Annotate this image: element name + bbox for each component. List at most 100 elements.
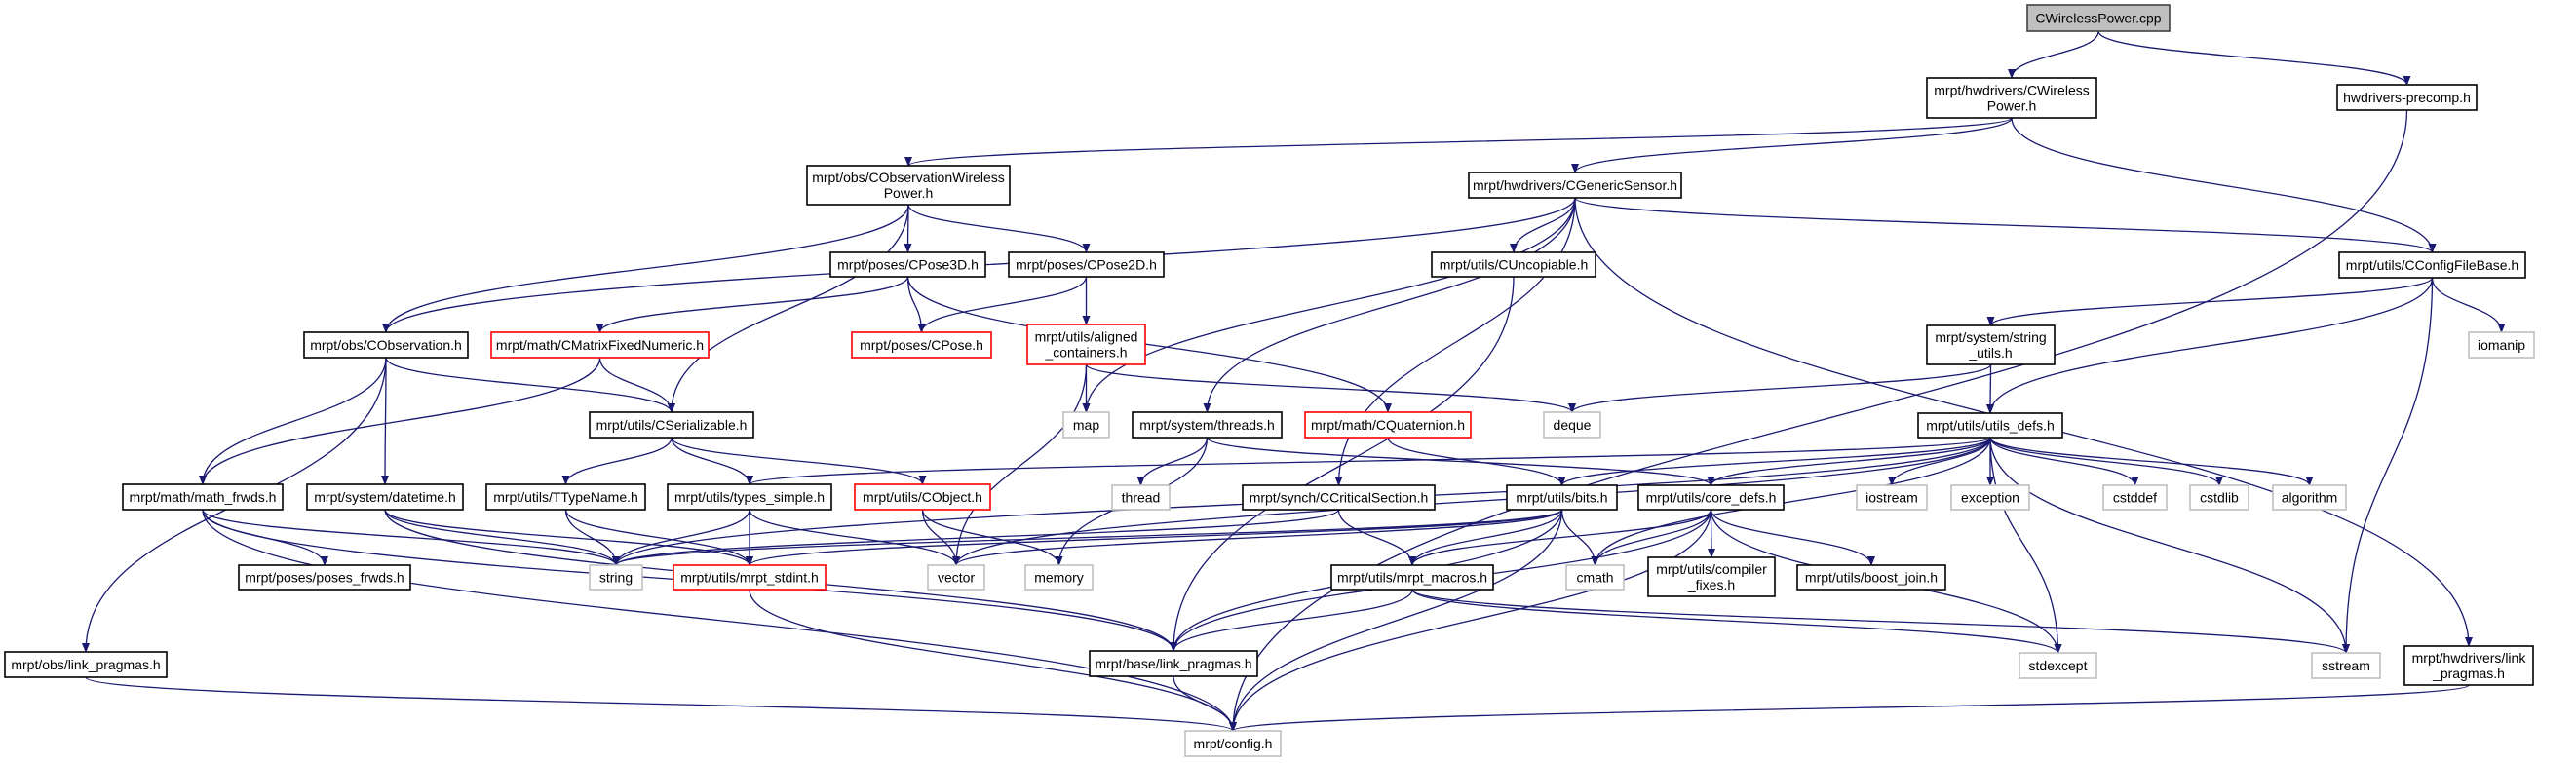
node-ttypename[interactable]: mrpt/utils/TTypeName.h <box>485 483 646 511</box>
node-iomanip[interactable]: iomanip <box>2468 331 2535 359</box>
node-deque[interactable]: deque <box>1543 411 1601 439</box>
node-box <box>2272 484 2347 511</box>
edge-bits-to-vector <box>952 509 1563 566</box>
node-precomp[interactable]: hwdrivers-precomp.h <box>2336 84 2478 111</box>
node-label: vector <box>938 570 975 586</box>
edge-cgs-to-threads <box>1203 197 1576 413</box>
node-cstddef[interactable]: cstddef <box>2102 484 2168 511</box>
node-iostream[interactable]: iostream <box>1856 484 1928 511</box>
node-cmfn[interactable]: mrpt/math/CMatrixFixedNumeric.h <box>490 331 710 359</box>
node-label: mrpt/obs/link_pragmas.h <box>11 657 160 672</box>
node-box <box>2468 331 2535 359</box>
node-exception[interactable]: exception <box>1950 484 2030 511</box>
node-compfix[interactable]: mrpt/utils/compiler_fixes.h <box>1647 556 1776 597</box>
node-cwp[interactable]: mrpt/hwdrivers/CWirelessPower.h <box>1926 77 2097 119</box>
node-label: mrpt/system/datetime.h <box>314 489 456 505</box>
node-vector[interactable]: vector <box>927 564 985 591</box>
edge-ttypename-to-stdint <box>564 509 753 566</box>
node-typessimple[interactable]: mrpt/utils/types_simple.h <box>667 483 832 511</box>
node-cobject[interactable]: mrpt/utils/CObject.h <box>854 483 991 511</box>
node-cgs[interactable]: mrpt/hwdrivers/CGenericSensor.h <box>1468 172 1682 199</box>
edge-typessimple-to-string <box>612 509 750 566</box>
node-thread[interactable]: thread <box>1111 484 1171 511</box>
edge-cser-to-ttypename <box>561 437 673 485</box>
edge-coredefs-to-macros <box>1408 509 1712 566</box>
node-datetime[interactable]: mrpt/system/datetime.h <box>306 483 464 511</box>
node-label: _pragmas.h <box>2432 666 2505 681</box>
node-label: mrpt/utils/utils_defs.h <box>1926 418 2055 434</box>
edge-ccfg-to-iomanip <box>2431 277 2506 333</box>
node-cmath[interactable]: cmath <box>1565 564 1625 591</box>
node-label: mrpt/obs/CObservationWireless <box>812 170 1005 185</box>
edge-utilsdefs-to-typessimple <box>746 437 1991 485</box>
edge-typessimple-to-vector <box>749 509 960 566</box>
node-label: mrpt/utils/mrpt_macros.h <box>1337 570 1487 586</box>
node-label: _containers.h <box>1044 345 1127 361</box>
node-config[interactable]: mrpt/config.h <box>1184 730 1282 757</box>
node-ccfg[interactable]: mrpt/utils/CConfigFileBase.h <box>2338 251 2526 279</box>
edge-coredefs-to-boostjoin <box>1710 509 1875 566</box>
node-label: map <box>1073 417 1099 433</box>
edge-ccfg-to-strutils <box>1986 277 2434 326</box>
node-cobs[interactable]: mrpt/obs/CObservation.h <box>303 331 469 359</box>
node-label: mrpt/utils/CObject.h <box>863 489 982 505</box>
edge-threads-to-thread <box>1136 437 1209 486</box>
node-mathfrwds[interactable]: mrpt/math/math_frwds.h <box>122 483 284 511</box>
node-hwlp[interactable]: mrpt/hwdrivers/link_pragmas.h <box>2403 645 2534 686</box>
node-memory[interactable]: memory <box>1024 564 1094 591</box>
node-cpp[interactable]: CWirelessPower.cpp <box>2026 4 2171 32</box>
edges-layer <box>82 30 2506 732</box>
node-cquat[interactable]: mrpt/math/CQuaternion.h <box>1304 411 1472 439</box>
node-box <box>122 483 284 511</box>
node-stdint[interactable]: mrpt/utils/mrpt_stdint.h <box>673 564 827 591</box>
node-box <box>1304 411 1472 439</box>
node-label: mrpt/utils/TTypeName.h <box>493 489 638 505</box>
node-aligned[interactable]: mrpt/utils/aligned_containers.h <box>1026 324 1146 365</box>
node-label: mrpt/math/CMatrixFixedNumeric.h <box>496 337 704 353</box>
node-box <box>490 331 710 359</box>
node-box <box>2338 251 2526 279</box>
node-string[interactable]: string <box>589 564 643 591</box>
node-threads[interactable]: mrpt/system/threads.h <box>1132 411 1283 439</box>
node-label: mrpt/system/threads.h <box>1139 417 1275 433</box>
node-cser[interactable]: mrpt/utils/CSerializable.h <box>589 411 754 439</box>
node-macros[interactable]: mrpt/utils/mrpt_macros.h <box>1330 564 1494 591</box>
node-posesfrwds[interactable]: mrpt/poses/poses_frwds.h <box>238 564 411 591</box>
node-cstdlib[interactable]: cstdlib <box>2189 484 2249 511</box>
edge-bits-to-config <box>1229 509 1563 732</box>
node-cpose3d[interactable]: mrpt/poses/CPose3D.h <box>829 251 986 278</box>
node-box <box>1565 564 1625 591</box>
node-ccrit[interactable]: mrpt/synch/CCriticalSection.h <box>1242 484 1436 511</box>
node-algorithm[interactable]: algorithm <box>2272 484 2347 511</box>
edge-obslp-to-config <box>85 676 1237 732</box>
node-box <box>303 331 469 359</box>
edge-utilsdefs-to-stdexcept <box>1989 437 2062 654</box>
node-label: algorithm <box>2282 490 2338 506</box>
edge-ccfg-to-sstream <box>2342 277 2434 654</box>
node-box <box>589 411 754 439</box>
node-cpose2d[interactable]: mrpt/poses/CPose2D.h <box>1008 251 1165 278</box>
edge-cquat-to-bits <box>1387 437 1566 486</box>
node-utilsdefs[interactable]: mrpt/utils/utils_defs.h <box>1917 412 2063 439</box>
node-stdexcept[interactable]: stdexcept <box>2019 652 2097 679</box>
edge-macros-to-sstream <box>1411 589 2350 654</box>
node-label: mrpt/poses/CPose.h <box>860 337 983 353</box>
edge-cowp-to-cpose2d <box>907 204 1091 253</box>
edge-cser-to-cobject <box>671 437 927 485</box>
node-obslp[interactable]: mrpt/obs/link_pragmas.h <box>4 651 168 678</box>
node-coredefs[interactable]: mrpt/utils/core_defs.h <box>1637 484 1785 511</box>
nodes-layer: CWirelessPower.cpp mrpt/hwdrivers/CWirele… <box>4 4 2535 757</box>
node-cpose[interactable]: mrpt/poses/CPose.h <box>851 331 992 359</box>
node-strutils[interactable]: mrpt/system/string_utils.h <box>1926 324 2056 365</box>
node-sstream[interactable]: sstream <box>2311 652 2381 679</box>
node-cuncop[interactable]: mrpt/utils/CUncopiable.h <box>1431 251 1596 278</box>
node-map[interactable]: map <box>1062 411 1110 439</box>
node-boostjoin[interactable]: mrpt/utils/boost_join.h <box>1796 564 1946 591</box>
edge-ccrit-to-string <box>612 509 1340 566</box>
node-bits[interactable]: mrpt/utils/bits.h <box>1506 484 1618 511</box>
node-baselp[interactable]: mrpt/base/link_pragmas.h <box>1089 650 1258 677</box>
node-label: mrpt/hwdrivers/link <box>2412 650 2527 666</box>
node-box <box>2311 652 2381 679</box>
node-box <box>238 564 411 591</box>
